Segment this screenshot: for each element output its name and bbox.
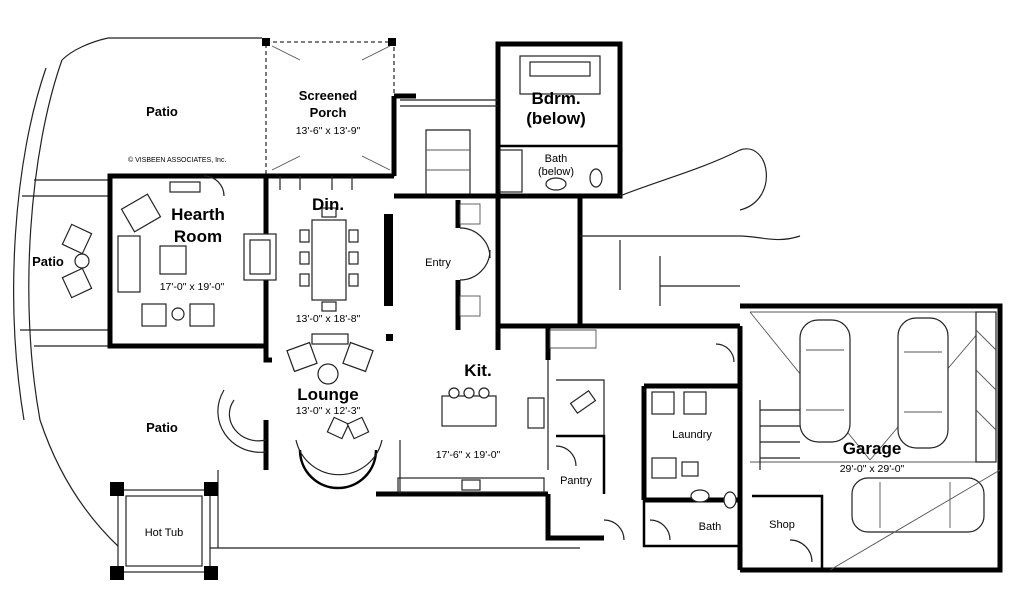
bedroom-label-1: Bdrm. xyxy=(531,89,580,108)
bath-upper-label-1: Bath xyxy=(545,153,568,165)
bath-upper-label-2: (below) xyxy=(538,166,574,178)
garage-car-3 xyxy=(851,477,985,533)
dining-table xyxy=(279,176,393,341)
patio-left-label: Patio xyxy=(32,254,64,269)
kitchen-fixtures xyxy=(397,329,605,494)
hot-tub xyxy=(110,482,218,580)
patio-bottom-label: Patio xyxy=(146,420,178,435)
hearth-room-label-1: Hearth xyxy=(171,205,225,224)
walkway xyxy=(580,148,801,306)
screened-porch-label-2: Porch xyxy=(310,105,347,120)
entry-doors xyxy=(459,203,491,317)
dining-dim: 13'-0" x 18'-8" xyxy=(296,313,361,325)
main-walls xyxy=(263,96,743,570)
pantry xyxy=(555,434,606,494)
lounge-label: Lounge xyxy=(297,385,358,404)
copyright-text: © VISBEEN ASSOCIATES, Inc. xyxy=(128,156,226,164)
patio-chairs xyxy=(61,223,93,299)
entry-label: Entry xyxy=(425,257,451,269)
garage-dim: 29'-0" x 29'-0" xyxy=(840,463,905,475)
screened-porch-label-1: Screened xyxy=(299,88,358,103)
laundry-label: Laundry xyxy=(672,429,712,441)
patio-top-label: Patio xyxy=(146,104,178,119)
shop-label: Shop xyxy=(769,519,795,531)
laundry-room xyxy=(641,343,740,503)
hearth-room-dim: 17'-0" x 19'-0" xyxy=(160,281,225,293)
hearth-room-label-2: Room xyxy=(174,227,222,246)
bedroom-block xyxy=(394,41,623,199)
garage-label: Garage xyxy=(843,439,902,458)
kitchen-label: Kit. xyxy=(464,361,491,380)
screened-porch-dim: 13'-6" x 13'-9" xyxy=(296,125,361,137)
garage-car-1 xyxy=(799,319,851,443)
patio-outline xyxy=(13,37,580,549)
bedroom-label-2: (below) xyxy=(526,109,586,128)
pantry-label: Pantry xyxy=(560,475,592,487)
dining-label: Din. xyxy=(312,195,344,214)
hot-tub-label: Hot Tub xyxy=(145,527,184,539)
kitchen-dim: 17'-6" x 19'-0" xyxy=(436,449,501,461)
garage-car-2 xyxy=(897,317,949,449)
garage xyxy=(740,303,1003,573)
room-labels: Patio © VISBEEN ASSOCIATES, Inc. Screene… xyxy=(32,88,904,539)
hearth-room xyxy=(107,173,277,349)
lower-bath xyxy=(603,489,740,548)
lounge-dim: 13'-0" x 12'-3" xyxy=(296,405,361,417)
lounge-furniture xyxy=(217,333,383,490)
lower-bath-label: Bath xyxy=(699,521,722,533)
